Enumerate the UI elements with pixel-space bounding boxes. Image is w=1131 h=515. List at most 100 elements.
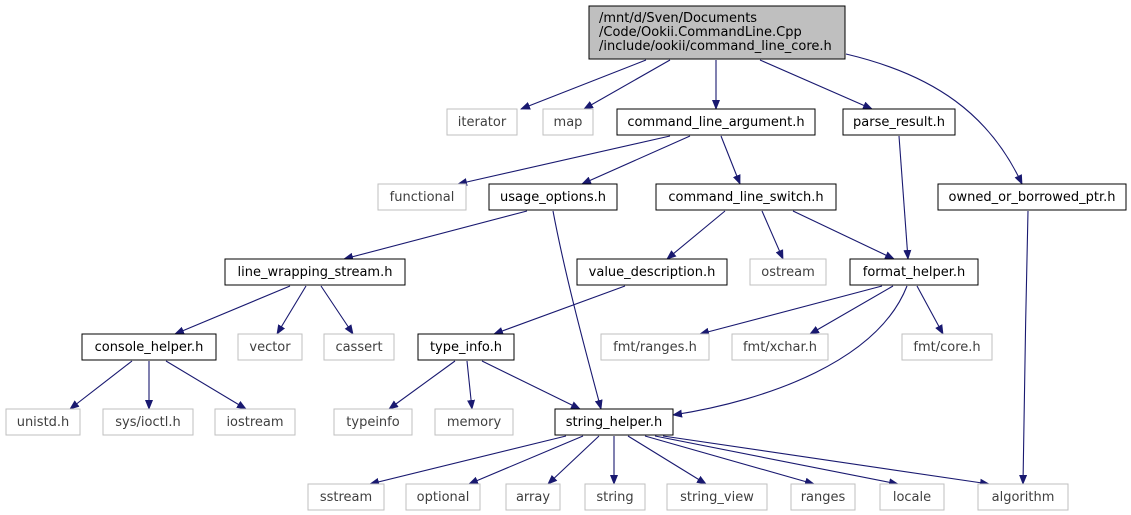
node-iterator: iterator: [446, 108, 518, 136]
node-box: [849, 258, 979, 286]
node-console-helper[interactable]: console_helper.h: [81, 333, 217, 361]
node-label: fmt/ranges.h: [613, 340, 697, 355]
node-label: line_wrapping_stream.h: [238, 265, 393, 280]
node-label: ostream: [761, 265, 815, 280]
node-usage-options[interactable]: usage_options.h: [488, 183, 618, 211]
node-optional: optional: [405, 483, 481, 511]
node-value-description[interactable]: value_description.h: [576, 258, 728, 286]
node-ranges: ranges: [790, 483, 856, 511]
node-string-helper[interactable]: string_helper.h: [554, 408, 674, 436]
node-unistd: unistd.h: [5, 408, 81, 436]
node-box: [749, 258, 827, 286]
edge-type_info-to-typeinfo: [388, 360, 456, 410]
node-label: functional: [390, 190, 455, 205]
edge-string_helper-to-algorithm: [662, 435, 990, 487]
node-label: sys/ioctl.h: [115, 415, 180, 430]
edge-line_wrapping_stream-to-vector: [276, 285, 307, 335]
node-label: optional: [417, 490, 470, 505]
node-root[interactable]: /mnt/d/Sven/Documents/Code/Ookii.Command…: [588, 5, 846, 60]
edge-type_info-to-memory: [466, 360, 476, 410]
node-algorithm: algorithm: [977, 483, 1069, 511]
node-locale: locale: [879, 483, 945, 511]
edge-usage_options-to-line_wrapping_stream: [343, 210, 528, 261]
node-box: [446, 108, 518, 136]
node-label: format_helper.h: [863, 265, 966, 280]
node-box: [576, 258, 728, 286]
node-command-line-argument[interactable]: command_line_argument.h: [616, 108, 816, 136]
node-parse-result[interactable]: parse_result.h: [842, 108, 956, 136]
node-box: [554, 408, 674, 436]
node-box: [214, 408, 296, 436]
node-fmt-core: fmt/core.h: [901, 333, 993, 361]
edge-root-to-iterator: [520, 59, 647, 110]
node-array: array: [505, 483, 561, 511]
node-box: [5, 408, 81, 436]
node-string: string: [584, 483, 646, 511]
node-label: array: [516, 490, 550, 505]
node-line-wrapping-stream[interactable]: line_wrapping_stream.h: [224, 258, 406, 286]
node-type-info[interactable]: type_info.h: [417, 333, 515, 361]
node-box: [588, 5, 846, 60]
node-label: sstream: [320, 490, 372, 505]
node-vector: vector: [237, 333, 303, 361]
node-label: /Code/Ookii.CommandLine.Cpp: [599, 25, 802, 40]
node-box: [333, 408, 413, 436]
node-sstream: sstream: [307, 483, 385, 511]
node-box: [224, 258, 406, 286]
edge-root-to-owned_or_borrowed_ptr: [845, 53, 1023, 185]
node-label: fmt/core.h: [913, 340, 980, 355]
edge-line_wrapping_stream-to-console_helper: [174, 285, 291, 335]
node-box: [405, 483, 481, 511]
node-fmt-ranges: fmt/ranges.h: [600, 333, 710, 361]
edge-string_helper-to-locale: [654, 435, 899, 487]
node-label: string_view: [680, 490, 754, 505]
node-label: command_line_argument.h: [627, 115, 804, 130]
node-typeinfo: typeinfo: [333, 408, 413, 436]
header-nodes: /mnt/d/Sven/Documents/Code/Ookii.Command…: [5, 5, 1127, 511]
edge-command_line_argument-to-functional: [457, 135, 671, 186]
edge-command_line_argument-to-command_line_switch: [720, 135, 741, 185]
node-box: [655, 183, 837, 211]
edge-root-to-parse_result: [759, 59, 873, 110]
node-label: usage_options.h: [500, 190, 606, 205]
node-box: [937, 183, 1127, 211]
node-format-helper[interactable]: format_helper.h: [849, 258, 979, 286]
node-string-view: string_view: [666, 483, 768, 511]
node-command-line-switch[interactable]: command_line_switch.h: [655, 183, 837, 211]
node-memory: memory: [434, 408, 514, 436]
node-box: [323, 333, 395, 361]
node-label: cassert: [335, 340, 382, 355]
node-fmt-xchar: fmt/xchar.h: [731, 333, 829, 361]
node-label: ranges: [801, 490, 846, 505]
edge-string_helper-to-sstream: [369, 435, 567, 486]
edge-usage_options-to-string_helper: [552, 210, 603, 410]
node-iostream: iostream: [214, 408, 296, 436]
node-label: vector: [249, 340, 291, 355]
node-label: parse_result.h: [853, 115, 945, 130]
edge-parse_result-to-format_helper: [898, 135, 912, 260]
edge-string_helper-to-ranges: [644, 435, 815, 486]
node-label: algorithm: [992, 490, 1055, 505]
edge-format_helper-to-fmt_ranges: [699, 285, 883, 336]
edge-string_helper-to-string_view: [627, 435, 707, 485]
node-box: [377, 183, 467, 211]
node-box: [307, 483, 385, 511]
node-box: [600, 333, 710, 361]
node-label: memory: [447, 415, 502, 430]
node-box: [488, 183, 618, 211]
node-box: [901, 333, 993, 361]
node-box: [434, 408, 514, 436]
node-box: [505, 483, 561, 511]
edge-owned_or_borrowed_ptr-to-algorithm: [1019, 210, 1029, 485]
node-functional: functional: [377, 183, 467, 211]
node-label: /include/ookii/command_line_core.h: [599, 39, 832, 54]
node-label: iostream: [226, 415, 283, 430]
node-label: console_helper.h: [95, 340, 204, 355]
node-box: [790, 483, 856, 511]
edge-command_line_switch-to-value_description: [666, 210, 726, 260]
node-box: [237, 333, 303, 361]
node-sys-ioctl: sys/ioctl.h: [102, 408, 194, 436]
edge-value_description-to-type_info: [493, 285, 626, 335]
node-owned-or-borrowed-ptr[interactable]: owned_or_borrowed_ptr.h: [937, 183, 1127, 211]
